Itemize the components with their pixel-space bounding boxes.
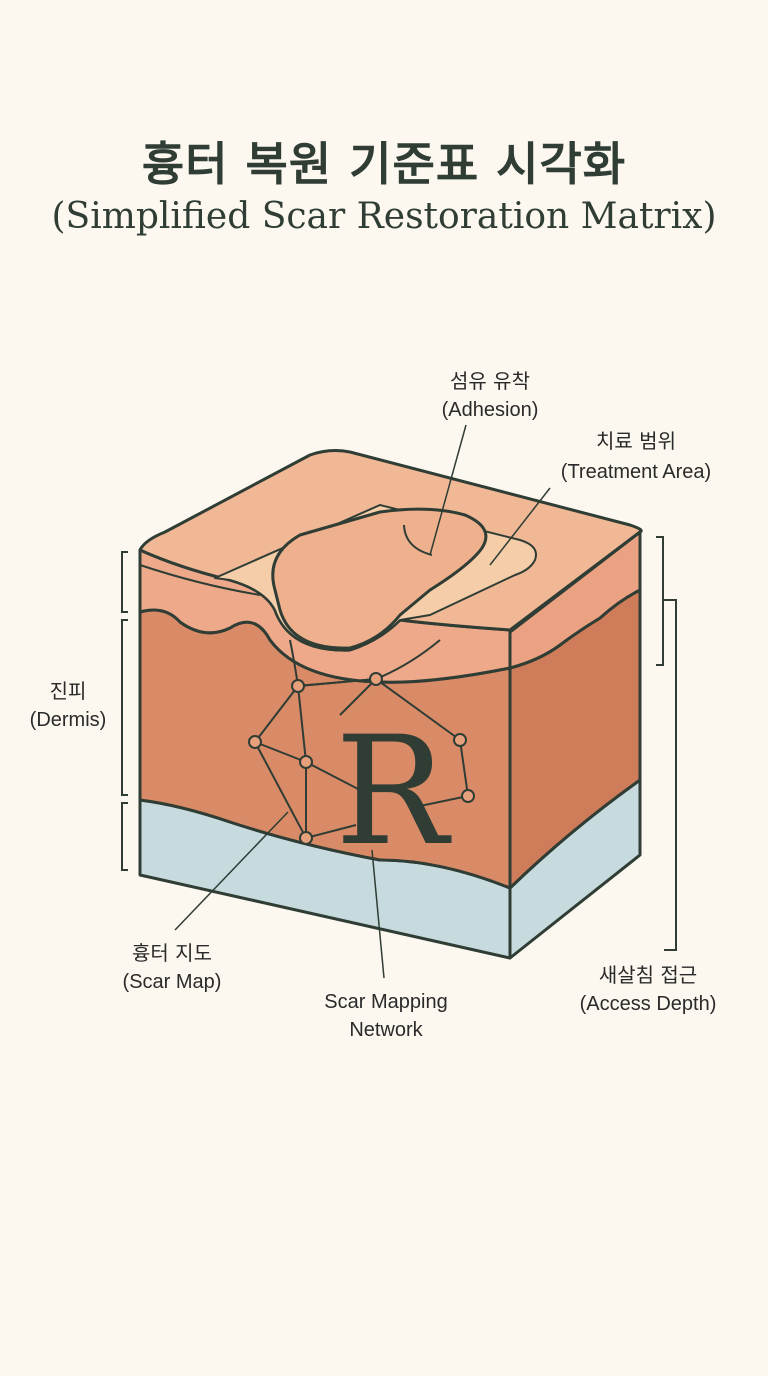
leader-lines bbox=[174, 424, 551, 979]
network-node bbox=[299, 755, 313, 769]
adhesion-label-ko: 섬유 유착 bbox=[450, 369, 530, 393]
right-upper-bracket bbox=[656, 536, 664, 666]
epidermis-bracket bbox=[121, 551, 128, 613]
epidermis-side bbox=[508, 530, 642, 670]
access-depth-bracket bbox=[664, 599, 677, 951]
skin-block bbox=[138, 449, 643, 960]
page-subtitle: (Simplified Scar Restoration Matrix) bbox=[51, 196, 717, 237]
network-node bbox=[369, 672, 383, 686]
network-nodes bbox=[248, 672, 475, 845]
dermis-label-en: (Dermis) bbox=[30, 709, 107, 731]
network-label-line1: Scar Mapping bbox=[324, 991, 447, 1013]
network-label-line2: Network bbox=[349, 1019, 423, 1041]
network-node bbox=[248, 735, 262, 749]
center-letter: R bbox=[335, 705, 452, 879]
scar-map-label-en: (Scar Map) bbox=[123, 971, 222, 993]
access-depth-label-en: (Access Depth) bbox=[580, 993, 717, 1015]
adhesion-arc bbox=[403, 524, 433, 556]
brackets bbox=[121, 536, 677, 951]
page-title: 흉터 복원 기준표 시각화 bbox=[141, 137, 627, 191]
network-node bbox=[291, 679, 305, 693]
access-depth-label-ko: 새살침 접근 bbox=[599, 963, 697, 987]
scar-map-label-ko: 흉터 지도 bbox=[132, 941, 212, 965]
dermis-bracket bbox=[121, 619, 128, 796]
treatment-area-label-ko: 치료 범위 bbox=[596, 429, 676, 453]
network-node bbox=[461, 789, 475, 803]
network-node bbox=[299, 831, 313, 845]
network-node bbox=[453, 733, 467, 747]
treatment-area-label-en: (Treatment Area) bbox=[561, 461, 711, 483]
dermis-label-ko: 진피 bbox=[50, 679, 87, 703]
adhesion-label-en: (Adhesion) bbox=[442, 399, 539, 421]
hypodermis-bracket bbox=[121, 802, 128, 871]
